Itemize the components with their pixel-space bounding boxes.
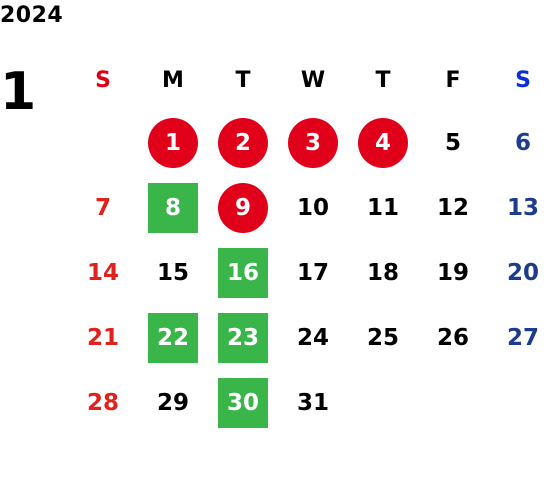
day-cell: 16 bbox=[208, 240, 278, 305]
day-number: 13 bbox=[506, 194, 539, 221]
highlighted-day-number: 8 bbox=[148, 182, 198, 233]
weekday-header-friday: F bbox=[445, 67, 461, 93]
day-cell: 13 bbox=[488, 175, 548, 240]
weekday-header-wednesday: W bbox=[300, 67, 326, 93]
weekday-header-saturday: S bbox=[515, 67, 531, 93]
day-number: 31 bbox=[296, 389, 329, 416]
day-cell: 3 bbox=[278, 110, 348, 175]
day-cell bbox=[488, 370, 548, 435]
holiday-day-number: 3 bbox=[288, 117, 338, 168]
day-cell: 27 bbox=[488, 305, 548, 370]
day-cell: 31 bbox=[278, 370, 348, 435]
day-cell: 18 bbox=[348, 240, 418, 305]
day-cell: 12 bbox=[418, 175, 488, 240]
day-number: 12 bbox=[436, 194, 469, 221]
day-number: 5 bbox=[444, 129, 461, 156]
highlighted-day-number: 22 bbox=[148, 312, 198, 363]
day-cell: 28 bbox=[68, 370, 138, 435]
day-number: 26 bbox=[436, 324, 469, 351]
day-number: 25 bbox=[366, 324, 399, 351]
day-cell: 2 bbox=[208, 110, 278, 175]
day-cell: 19 bbox=[418, 240, 488, 305]
day-cell: 4 bbox=[348, 110, 418, 175]
holiday-day-number: 2 bbox=[218, 117, 268, 168]
day-cell: 7 bbox=[68, 175, 138, 240]
day-number: 20 bbox=[506, 259, 539, 286]
day-number: 15 bbox=[156, 259, 189, 286]
day-cell: 6 bbox=[488, 110, 548, 175]
day-cell: 10 bbox=[278, 175, 348, 240]
day-number: 29 bbox=[156, 389, 189, 416]
day-number: 21 bbox=[86, 324, 119, 351]
day-number: 7 bbox=[94, 194, 111, 221]
day-number: 27 bbox=[506, 324, 539, 351]
day-cell: 23 bbox=[208, 305, 278, 370]
weekday-header-sunday: S bbox=[95, 67, 111, 93]
year-label: 2024 bbox=[0, 3, 64, 28]
holiday-day-number: 1 bbox=[148, 117, 198, 168]
day-cell bbox=[68, 110, 138, 175]
day-number: 28 bbox=[86, 389, 119, 416]
highlighted-day-number: 23 bbox=[218, 312, 268, 363]
day-cell: 1 bbox=[138, 110, 208, 175]
day-cell bbox=[418, 370, 488, 435]
holiday-day-number: 9 bbox=[218, 182, 268, 233]
day-cell: 17 bbox=[278, 240, 348, 305]
day-number: 6 bbox=[514, 129, 531, 156]
day-number: 19 bbox=[436, 259, 469, 286]
day-cell: 20 bbox=[488, 240, 548, 305]
day-cell: 22 bbox=[138, 305, 208, 370]
weekday-header-thursday: T bbox=[375, 67, 391, 93]
day-cell: 15 bbox=[138, 240, 208, 305]
weekday-header-tuesday: T bbox=[235, 67, 251, 93]
day-cell: 8 bbox=[138, 175, 208, 240]
day-number: 18 bbox=[366, 259, 399, 286]
day-number: 11 bbox=[366, 194, 399, 221]
day-cell: 14 bbox=[68, 240, 138, 305]
day-cell: 11 bbox=[348, 175, 418, 240]
day-cell: 25 bbox=[348, 305, 418, 370]
day-cell: 30 bbox=[208, 370, 278, 435]
day-cell: 21 bbox=[68, 305, 138, 370]
day-cell: 26 bbox=[418, 305, 488, 370]
day-cell: 9 bbox=[208, 175, 278, 240]
highlighted-day-number: 30 bbox=[218, 377, 268, 428]
day-cell: 5 bbox=[418, 110, 488, 175]
day-number: 17 bbox=[296, 259, 329, 286]
day-number: 24 bbox=[296, 324, 329, 351]
day-cell bbox=[348, 370, 418, 435]
day-number: 10 bbox=[296, 194, 329, 221]
day-cell: 24 bbox=[278, 305, 348, 370]
month-number: 1 bbox=[0, 62, 37, 122]
weekday-header-monday: M bbox=[162, 67, 184, 93]
highlighted-day-number: 16 bbox=[218, 247, 268, 298]
day-number: 14 bbox=[86, 259, 119, 286]
day-cell: 29 bbox=[138, 370, 208, 435]
holiday-day-number: 4 bbox=[358, 117, 408, 168]
